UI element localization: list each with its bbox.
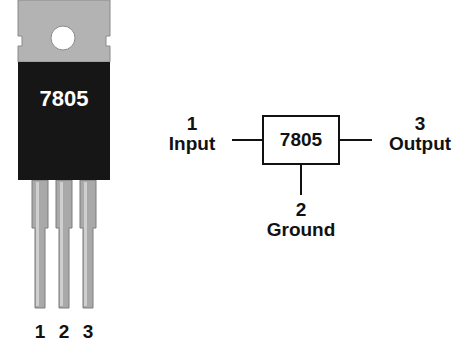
part-number: 7805 <box>280 129 322 151</box>
pin-number: 1 <box>35 322 46 342</box>
pin-highlights <box>36 182 87 306</box>
package-body: 7805 <box>18 62 110 180</box>
mounting-hole <box>51 26 75 50</box>
pin-name: 1 Input <box>169 114 215 154</box>
pin-number: 3 <box>83 322 94 342</box>
regulator-box: 7805 <box>262 115 340 165</box>
pin-number: 2 <box>59 322 70 342</box>
pin-name: 2 Ground <box>267 200 336 240</box>
part-number: 7805 <box>40 86 89 112</box>
heatsink-tab <box>18 0 110 62</box>
pin-leads <box>32 180 96 308</box>
pin-name: 3 Output <box>389 114 451 154</box>
